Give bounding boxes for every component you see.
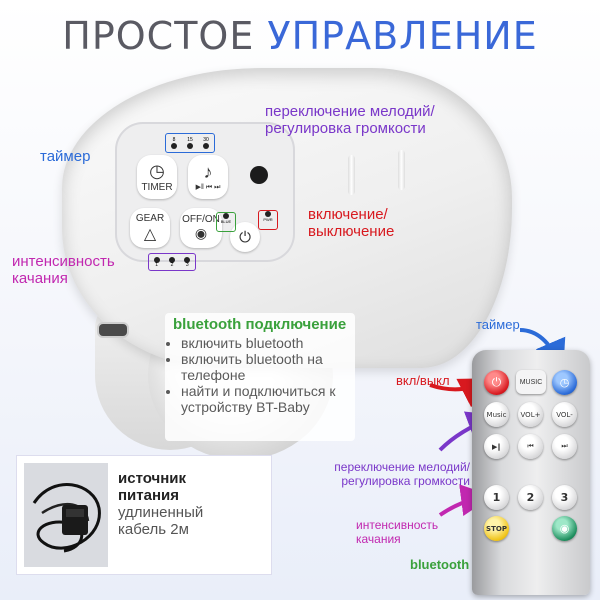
timer-led-label: 15 <box>187 136 193 143</box>
timer-led <box>203 142 209 149</box>
remote-music-button[interactable]: MUSIC <box>516 370 546 394</box>
power-cable-image <box>24 463 108 567</box>
gear-led <box>168 256 175 263</box>
offon-button-label: OFF/ON <box>182 214 220 225</box>
remote-bluetooth-button[interactable]: ◉ <box>552 516 577 541</box>
gear-led-label: 3 <box>185 261 189 268</box>
remote-vol-up-button[interactable]: VOL+ <box>518 402 543 427</box>
gear-led <box>153 256 160 263</box>
remote-button-2[interactable]: 2 <box>518 485 543 510</box>
vent-slot-1 <box>348 155 355 195</box>
power-source-desc: кабель 2м <box>118 521 189 538</box>
pwr-led-box: PWR <box>258 210 278 230</box>
remote-prev-button[interactable]: ⏮ <box>518 434 543 459</box>
bt-led <box>223 213 229 219</box>
pwr-led <box>265 211 271 217</box>
melody-label-line: регулировка громкости <box>265 120 426 137</box>
power-source-title: источник <box>118 470 186 487</box>
remote-vol-down-button[interactable]: VOL- <box>552 402 577 427</box>
remote-button-3[interactable]: 3 <box>552 485 577 510</box>
remote-next-button[interactable]: ⏭ <box>552 434 577 459</box>
remote-melody-label: переключение мелодий/ регулировка громко… <box>318 460 470 488</box>
bluetooth-step: включить bluetooth на телефоне <box>181 351 355 383</box>
remote-melody-line: переключение мелодий/ <box>334 460 470 474</box>
bluetooth-step: включить bluetooth <box>181 335 355 351</box>
title-part-2: УПРАВЛЕНИЕ <box>267 14 538 58</box>
remote-music2-button[interactable]: Music <box>484 402 509 427</box>
title-part-1: ПРОСТОЕ <box>62 14 268 58</box>
remote-play-pause-button[interactable]: ▶‖ <box>484 434 509 459</box>
power-icon: ⏻ <box>491 375 502 389</box>
gear-leds: 1 2 3 <box>148 253 196 271</box>
remote-intensity-label: интенсивность качания <box>356 518 438 546</box>
clock-icon: ◷ <box>149 161 165 181</box>
bluetooth-step: найти и подключиться к устройству BT-Bab… <box>181 383 355 415</box>
clock-icon: ◷ <box>559 376 570 389</box>
power-label-line: включение/ <box>308 206 388 223</box>
intensity-label-line: интенсивность <box>12 253 115 270</box>
power-source-text: источник питания удлиненный кабель 2м <box>118 470 203 538</box>
usb-port <box>97 322 129 338</box>
remote-timer-button[interactable]: ◷ <box>552 370 577 395</box>
power-adapter-icon <box>32 483 101 553</box>
melody-label-line: переключение мелодий/ <box>265 103 435 120</box>
gear-button[interactable]: GEAR △ <box>130 208 170 248</box>
remote-melody-line: регулировка громкости <box>341 474 470 488</box>
bluetooth-power-icon: ◉ <box>559 522 570 535</box>
melody-label: переключение мелодий/ регулировка громко… <box>265 103 435 137</box>
timer-led-label: 8 <box>172 136 176 143</box>
intensity-label-line: качания <box>12 270 68 287</box>
power-source-title: питания <box>118 487 180 504</box>
gear-led-label: 1 <box>155 261 159 268</box>
remote-button-1[interactable]: 1 <box>484 485 509 510</box>
remote-power-button[interactable]: ⏻ <box>484 370 509 395</box>
remote-bluetooth-label: bluetooth <box>410 557 470 572</box>
gear-led <box>184 256 191 263</box>
bt-led-box: BLUE <box>216 212 236 232</box>
timer-led <box>171 142 177 149</box>
offon-button[interactable]: OFF/ON ◉ <box>180 208 222 248</box>
timer-led <box>187 142 193 149</box>
vent-slot-2 <box>398 150 405 190</box>
timer-button-label: TIMER <box>141 182 173 193</box>
power-icon: ⏻ <box>239 228 251 246</box>
remote-intensity-line: качания <box>356 532 401 546</box>
power-source-desc: удлиненный <box>118 504 204 521</box>
music-note-icon: ♪ <box>203 162 213 182</box>
timer-leds: 8 15 30 <box>165 133 215 153</box>
media-controls-icon: ▶‖ ⏮ ⏭ <box>195 184 221 191</box>
timer-button[interactable]: ◷ TIMER <box>137 155 177 199</box>
intensity-label: интенсивность качания <box>12 253 115 287</box>
bluetooth-title: bluetooth подключение <box>173 316 347 333</box>
pwr-led-label: PWR <box>263 217 273 222</box>
triangle-icon: △ <box>143 225 157 243</box>
bt-led-label: BLUE <box>220 219 232 224</box>
power-label-line: выключение <box>308 223 395 240</box>
music-button[interactable]: ♪ ▶‖ ⏮ ⏭ <box>188 155 228 199</box>
remote-intensity-line: интенсивность <box>356 518 439 532</box>
bluetooth-info-box: bluetooth подключение включить bluetooth… <box>165 313 355 441</box>
gear-button-label: GEAR <box>135 212 165 224</box>
ir-sensor <box>250 166 268 184</box>
page-title: ПРОСТОЕ УПРАВЛЕНИЕ <box>0 14 600 58</box>
remote-control: ⏻ MUSIC ◷ Music VOL+ VOL- ▶‖ ⏮ ⏭ 1 2 3 S… <box>472 350 590 595</box>
power-label: включение/ выключение <box>308 206 394 240</box>
timer-led-label: 30 <box>203 136 209 143</box>
timer-label: таймер <box>40 148 91 165</box>
gear-led-label: 2 <box>170 261 174 268</box>
bluetooth-power-icon: ◉ <box>194 225 208 241</box>
bluetooth-steps: включить bluetooth включить bluetooth на… <box>165 335 355 415</box>
remote-timer-label: таймер <box>476 317 520 332</box>
remote-stop-button[interactable]: STOP <box>484 516 509 541</box>
remote-power-label: вкл/выкл <box>396 373 450 388</box>
